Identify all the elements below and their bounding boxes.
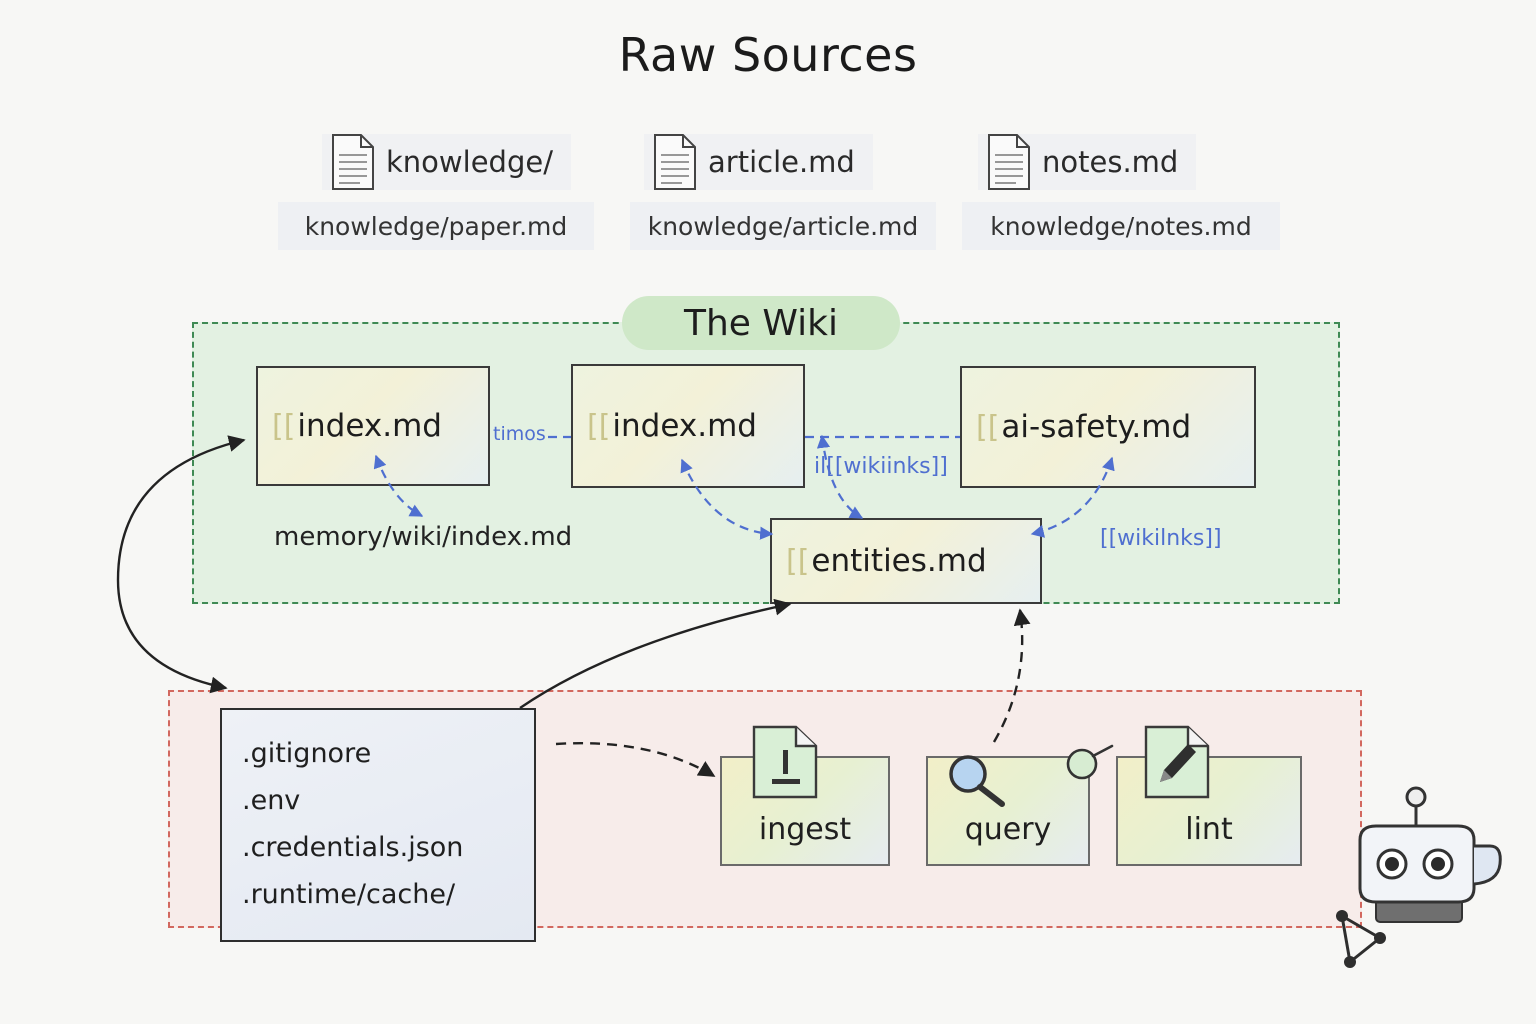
edge-label-mid-text: [[wikiinks]] — [826, 454, 948, 479]
bracket-decoration: [[ — [587, 408, 611, 444]
wiki-page-entities[interactable]: [[ entities.md — [770, 518, 1042, 604]
source-label-text: knowledge/ — [386, 145, 553, 179]
document-pencil-icon — [1144, 725, 1210, 799]
wiki-page-name: entities.md — [811, 543, 987, 579]
source-label-text: article.md — [708, 145, 855, 179]
source-label-knowledge: knowledge/ — [322, 134, 571, 190]
document-icon — [654, 134, 696, 190]
wiki-title: The Wiki — [622, 296, 900, 350]
wiki-page-name: index.md — [297, 408, 442, 444]
edge-label-left: timos — [493, 423, 546, 445]
wiki-page-index-a[interactable]: [[ index.md — [256, 366, 490, 486]
edge-label-right: [[wikilnks]] — [1100, 526, 1222, 551]
document-icon — [988, 134, 1030, 190]
bracket-decoration: [[ — [976, 409, 1000, 445]
wiki-page-name: index.md — [612, 408, 757, 444]
magnifier-icon — [1066, 744, 1114, 780]
hidden-file-gitignore: .gitignore — [242, 738, 372, 769]
bracket-decoration: [[ — [272, 408, 296, 444]
lint-label: lint — [1185, 812, 1233, 847]
hidden-file-runtime-cache: .runtime/cache/ — [242, 879, 456, 910]
diagram-title: Raw Sources — [618, 28, 918, 82]
network-graph-icon — [1336, 910, 1386, 968]
source-label-text: notes.md — [1042, 145, 1179, 179]
edge-label-mid: il[[wikiinks]] — [814, 454, 948, 479]
document-icon — [332, 134, 374, 190]
hidden-files-box: .gitignore .env .credentials.json .runti… — [220, 708, 536, 942]
robot-icon — [1358, 786, 1502, 923]
source-label-article: article.md — [644, 134, 873, 190]
hidden-file-credentials: .credentials.json — [242, 832, 464, 863]
bracket-decoration: [[ — [786, 543, 810, 579]
memory-path-label: memory/wiki/index.md — [274, 522, 573, 552]
hidden-file-env: .env — [242, 785, 301, 816]
wiki-page-index-b[interactable]: [[ index.md — [571, 364, 805, 488]
source-label-notes: notes.md — [978, 134, 1197, 190]
ingest-label: ingest — [758, 812, 852, 847]
source-path-notes: knowledge/notes.md — [962, 202, 1280, 250]
document-import-icon — [752, 725, 818, 799]
query-label: query — [964, 812, 1052, 847]
wiki-page-ai-safety[interactable]: [[ ai-safety.md — [960, 366, 1256, 488]
magnifier-icon — [949, 755, 1005, 807]
wiki-page-name: ai-safety.md — [1001, 409, 1192, 445]
edge-label-mid-prefix: il — [814, 454, 827, 479]
source-path-paper: knowledge/paper.md — [278, 202, 594, 250]
source-path-article: knowledge/article.md — [630, 202, 936, 250]
